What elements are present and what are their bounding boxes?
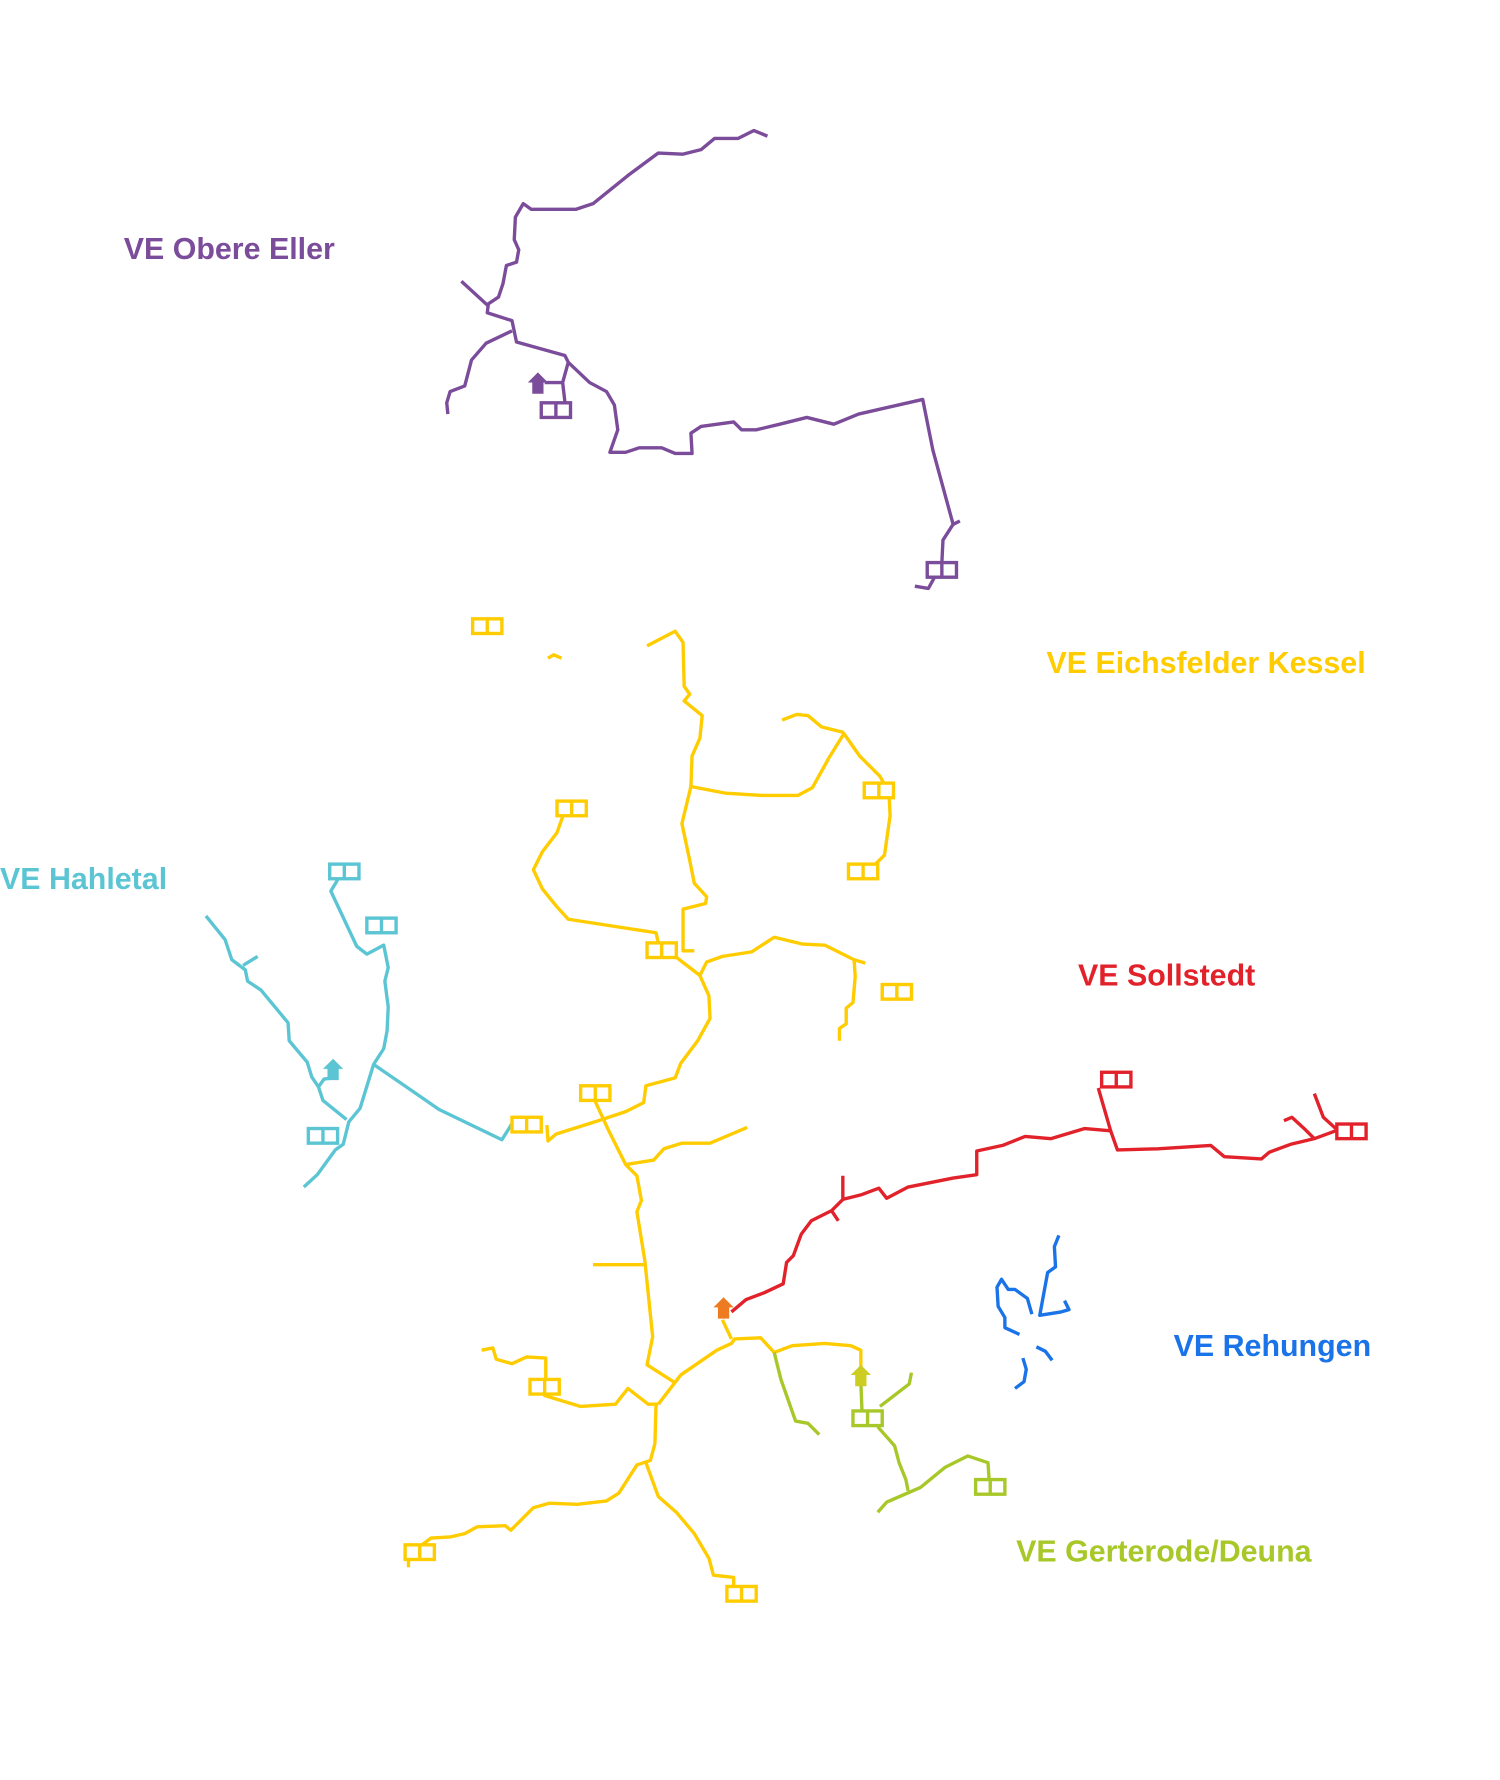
label-hahletal: VE Hahletal bbox=[0, 862, 167, 896]
pipe-eichsfelder-kessel bbox=[545, 955, 712, 1143]
pipe-eichsfelder-kessel bbox=[781, 712, 845, 735]
pipe-eichsfelder-kessel bbox=[690, 731, 892, 866]
feed-in-arrow-icon bbox=[713, 1297, 734, 1319]
pipe-hahletal bbox=[204, 914, 348, 1121]
station-icon bbox=[528, 1377, 561, 1396]
station-icon bbox=[328, 862, 361, 881]
label-eichsfelder-kessel: VE Eichsfelder Kessel bbox=[1047, 646, 1366, 680]
pipe-gerterode-deuna bbox=[878, 1372, 914, 1408]
pipe-eichsfelder-kessel bbox=[720, 1319, 733, 1340]
pipe-gerterode-deuna bbox=[876, 1454, 991, 1514]
pipe-obere-eller bbox=[445, 329, 513, 415]
pipe-rehungen bbox=[1038, 1234, 1071, 1317]
pipe-sollstedt bbox=[1109, 1129, 1337, 1161]
station-icon bbox=[925, 560, 959, 579]
pipe-rehungen bbox=[1013, 1357, 1028, 1390]
station-icon bbox=[1335, 1122, 1368, 1141]
label-gerterode-deuna: VE Gerterode/Deuna bbox=[1016, 1535, 1313, 1569]
pipe-eichsfelder-kessel bbox=[625, 1125, 748, 1167]
pipe-sollstedt bbox=[830, 1209, 840, 1222]
station-icon bbox=[403, 1543, 437, 1562]
station-icon bbox=[645, 941, 678, 960]
station-icon bbox=[510, 1115, 543, 1134]
station-icon bbox=[365, 916, 398, 935]
pipe-sollstedt bbox=[842, 1087, 1113, 1202]
pipe-rehungen bbox=[995, 1277, 1034, 1336]
pipe-hahletal bbox=[372, 1063, 515, 1142]
pipe-sollstedt bbox=[730, 1175, 845, 1314]
pipe-sollstedt bbox=[1283, 1115, 1316, 1140]
pipe-eichsfelder-kessel bbox=[646, 629, 709, 953]
pipe-eichsfelder-kessel bbox=[420, 1404, 658, 1547]
pipe-eichsfelder-kessel bbox=[644, 1462, 736, 1587]
pipe-rehungen bbox=[1035, 1345, 1054, 1362]
pipe-eichsfelder-kessel bbox=[656, 1336, 863, 1406]
pipe-obere-eller bbox=[460, 280, 490, 308]
pipe-obere-eller bbox=[485, 128, 955, 563]
label-sollstedt: VE Sollstedt bbox=[1078, 959, 1255, 993]
station-icon bbox=[555, 799, 588, 818]
station-icon bbox=[578, 1084, 612, 1103]
station-markers bbox=[306, 401, 1368, 1603]
network-lines bbox=[204, 128, 1337, 1587]
pipe-obere-eller bbox=[560, 361, 570, 402]
pipe-eichsfelder-kessel bbox=[837, 959, 857, 1041]
pipe-obere-eller bbox=[914, 577, 936, 591]
pipe-obere-eller bbox=[952, 519, 961, 526]
pipe-eichsfelder-kessel bbox=[593, 1100, 677, 1385]
pipe-hahletal bbox=[302, 879, 390, 1189]
feed-in-arrow-icon bbox=[527, 372, 549, 394]
feed-in-arrow-icon bbox=[322, 1058, 344, 1081]
pipe-sollstedt bbox=[1312, 1093, 1337, 1130]
station-icon bbox=[1099, 1070, 1133, 1089]
feed-in-markers bbox=[322, 372, 871, 1387]
station-icon bbox=[306, 1126, 340, 1145]
label-rehungen: VE Rehungen bbox=[1174, 1329, 1371, 1363]
pipe-gerterode-deuna bbox=[772, 1352, 821, 1436]
station-icon bbox=[470, 617, 504, 636]
pipe-gerterode-deuna bbox=[876, 1425, 910, 1492]
station-icon bbox=[851, 1409, 884, 1428]
station-icon bbox=[862, 781, 896, 800]
pipe-eichsfelder-kessel bbox=[481, 1346, 548, 1380]
pipe-eichsfelder-kessel bbox=[531, 816, 660, 944]
feed-in-arrow-icon bbox=[850, 1364, 871, 1387]
station-icon bbox=[539, 401, 573, 420]
station-icon bbox=[725, 1584, 758, 1603]
station-icon bbox=[973, 1477, 1007, 1496]
pipe-gerterode-deuna bbox=[859, 1381, 864, 1412]
label-obere-eller: VE Obere Eller bbox=[124, 232, 335, 266]
pipe-hahletal bbox=[242, 954, 259, 967]
pipe-eichsfelder-kessel bbox=[698, 935, 866, 977]
station-icon bbox=[846, 862, 880, 881]
pipe-eichsfelder-kessel bbox=[543, 1386, 659, 1409]
pipe-eichsfelder-kessel bbox=[547, 653, 563, 660]
station-icon bbox=[880, 982, 914, 1001]
